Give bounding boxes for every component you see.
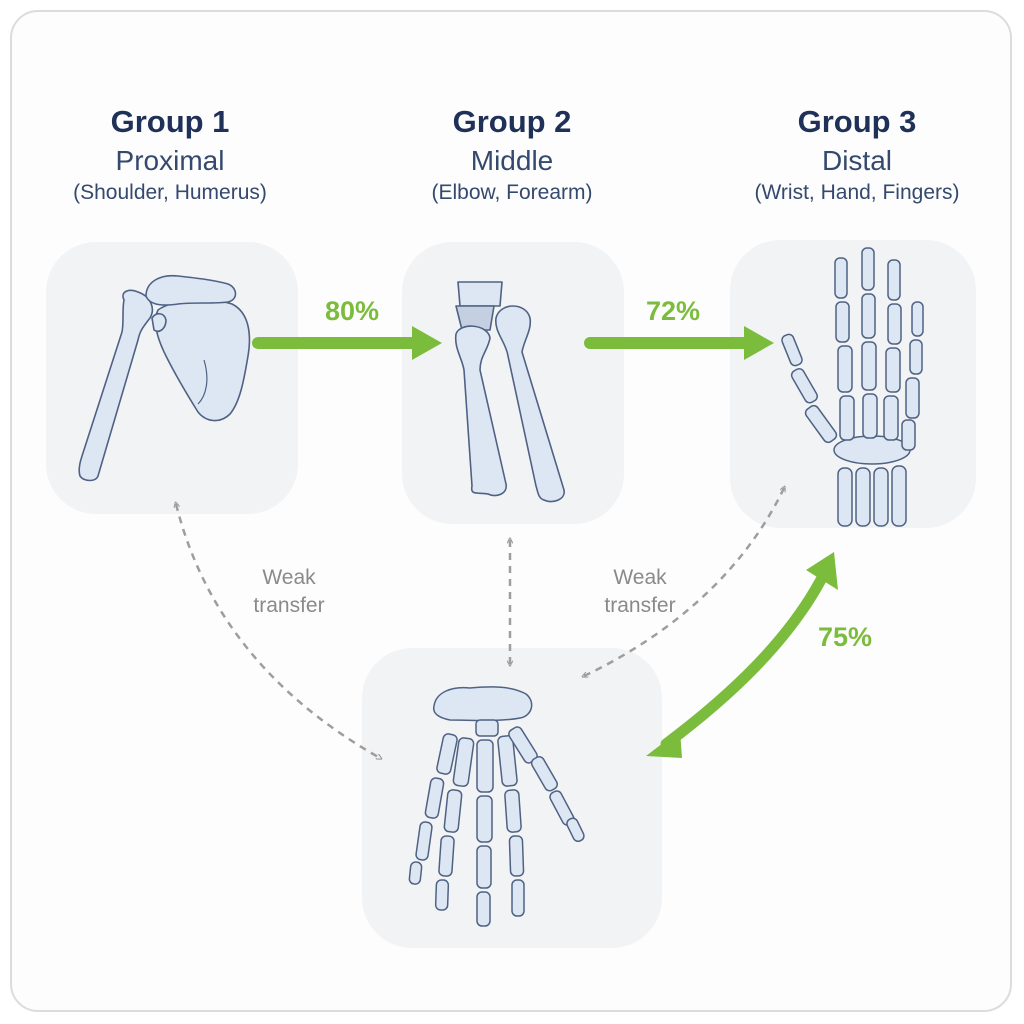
group-3-panel <box>730 240 976 528</box>
group-1-description: (Shoulder, Humerus) <box>73 181 267 204</box>
group-3-description: (Wrist, Hand, Fingers) <box>754 181 960 204</box>
weak-arrow-group3-to-hand <box>584 488 784 676</box>
label-group2-to-group3: 72% <box>646 296 701 326</box>
shoulder-bone-icon <box>78 274 251 482</box>
group-2-name: Middle <box>470 145 554 176</box>
weak-arrow-group1-to-hand <box>176 504 380 758</box>
weak-transfer-right-line2: transfer <box>604 594 676 617</box>
group-2-header: Group 2 Middle (Elbow, Forearm) <box>352 104 672 207</box>
group-2-description: (Elbow, Forearm) <box>431 181 593 204</box>
weak-transfer-right-line1: Weak <box>613 566 667 589</box>
arrow-group2-to-group3 <box>584 326 774 360</box>
hand-skeleton-icon <box>781 247 924 527</box>
group-3-header: Group 3 Distal (Wrist, Hand, Fingers) <box>697 104 1017 207</box>
group-1-header: Group 1 Proximal (Shoulder, Humerus) <box>10 104 330 207</box>
label-group3-to-hand: 75% <box>818 622 873 652</box>
group-3-name: Distal <box>821 145 892 176</box>
group-1-name: Proximal <box>115 145 225 176</box>
forearm-bones-icon <box>454 281 565 503</box>
label-group1-to-group2: 80% <box>325 296 380 326</box>
group-3-title: Group 3 <box>797 104 917 139</box>
weak-transfer-label-left: Weak transfer <box>209 564 369 620</box>
weak-transfer-left-line1: Weak <box>262 566 316 589</box>
target-hand-skeleton-icon <box>408 686 585 927</box>
arrow-group1-to-group2 <box>252 326 442 360</box>
group-2-title: Group 2 <box>452 104 572 139</box>
weak-transfer-label-right: Weak transfer <box>560 564 720 620</box>
weak-transfer-left-line2: transfer <box>253 594 325 617</box>
group-1-title: Group 1 <box>110 104 230 139</box>
